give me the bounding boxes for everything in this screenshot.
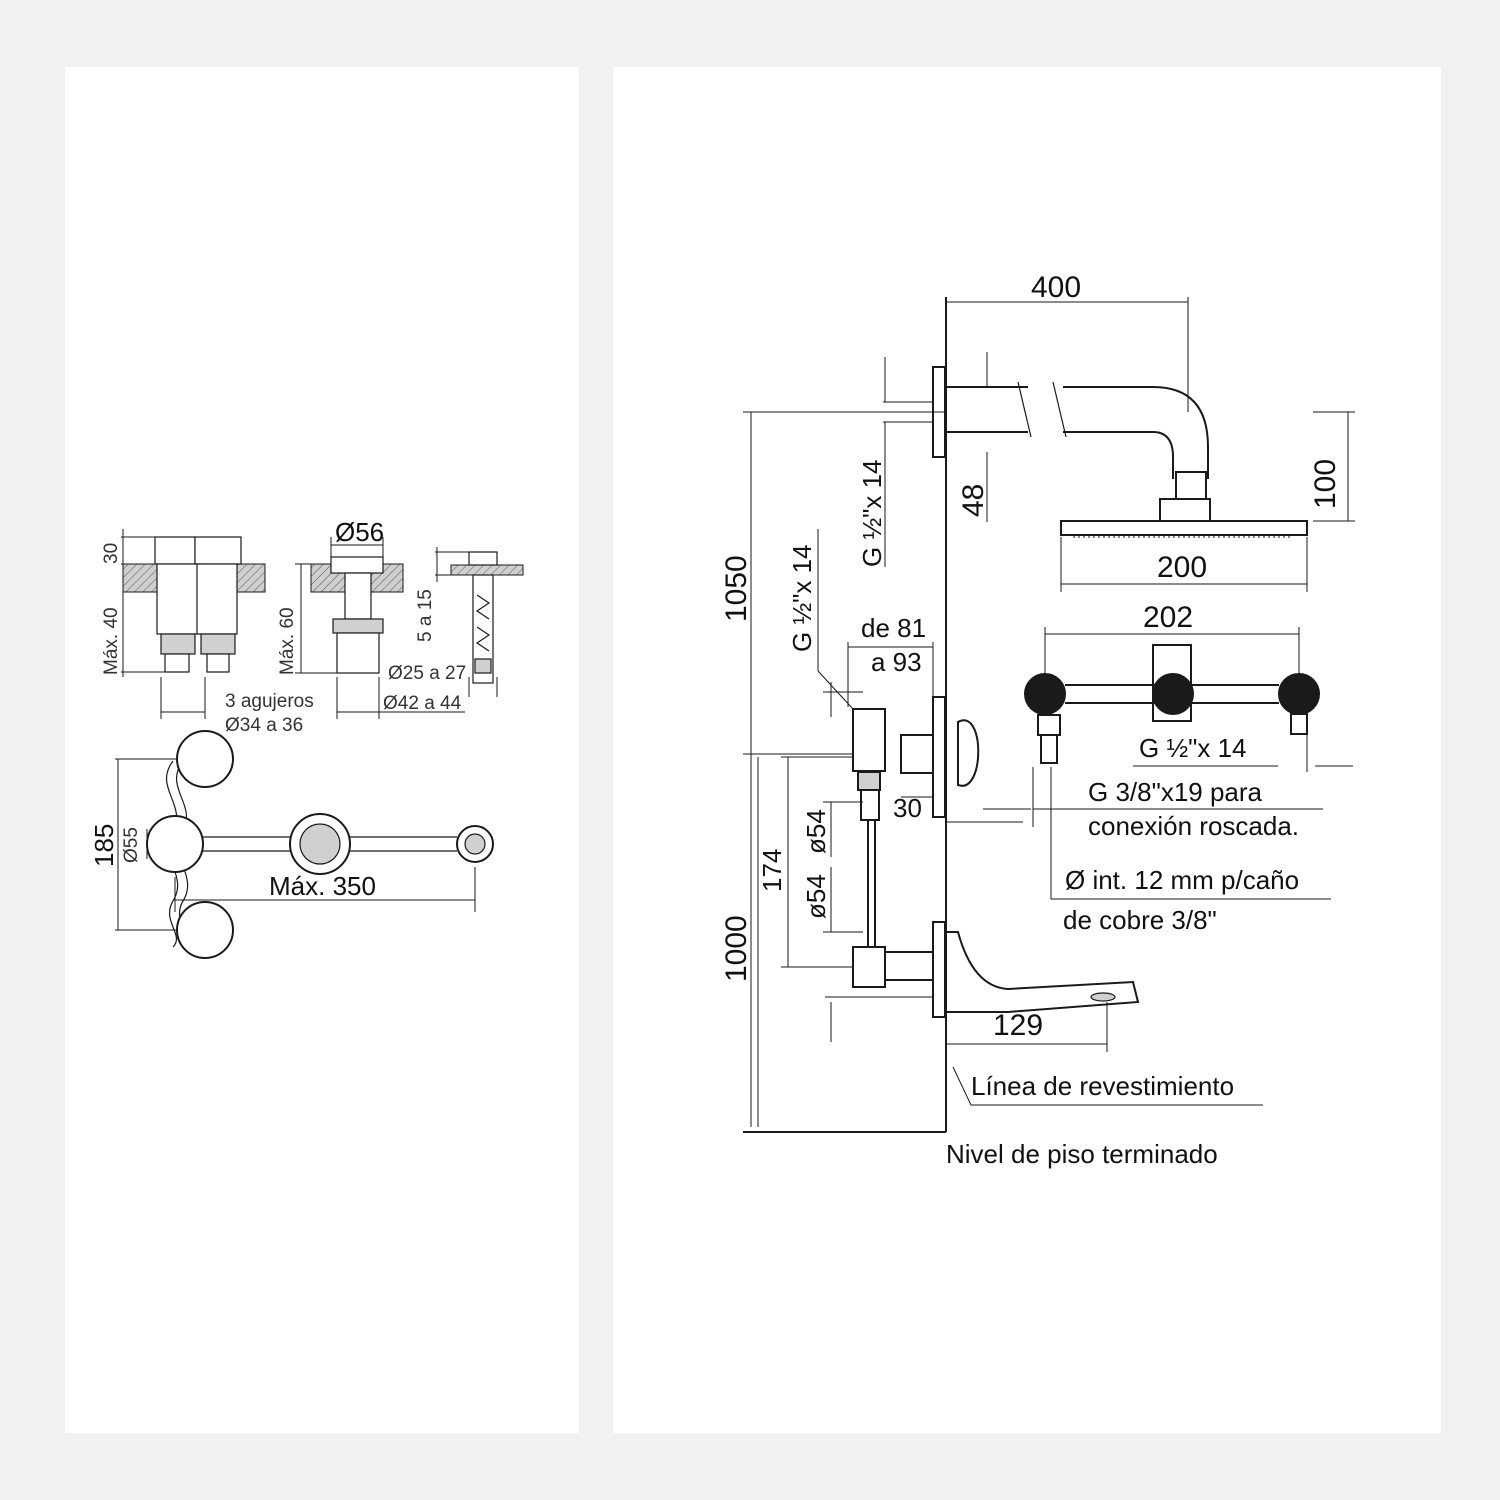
conn-line2-label: conexión roscada. — [1088, 811, 1299, 841]
spout-body — [945, 931, 1140, 1013]
arm-curve-outer — [1063, 386, 1209, 479]
spout-elevation-view — [295, 537, 465, 719]
diverter-body — [852, 946, 886, 988]
valve-handle-right — [194, 536, 242, 565]
dim-d25a27-label: Ø25 a 27 — [388, 663, 466, 684]
conn-line1-label: G 3/8"x19 para — [1088, 777, 1263, 807]
dim-202-label: 202 — [1143, 601, 1193, 634]
plan-view — [115, 730, 494, 959]
spout-nut — [332, 618, 384, 634]
dim-48-label: 48 — [957, 484, 990, 517]
valve-tail-right — [206, 653, 230, 673]
pipe-line2-label: de cobre 3/8" — [1063, 905, 1217, 935]
mixer-nut — [857, 771, 881, 791]
dim-1000-label: 1000 — [720, 915, 753, 982]
dim-30-label: 30 — [101, 543, 122, 564]
dim-400-label: 400 — [1031, 271, 1081, 304]
dim-d54-top-label: ø54 — [801, 809, 831, 854]
bath-spout — [932, 921, 1140, 1018]
spout-base — [330, 556, 384, 574]
dim-d54-bottom-label: ø54 — [801, 874, 831, 919]
thread-top-label: G ½"x 14 — [857, 459, 887, 567]
dim-d42a44-label: Ø42 a 44 — [383, 693, 462, 714]
thread-right-label: G ½"x 14 — [1139, 733, 1247, 763]
arm-curve-inner — [1063, 431, 1174, 479]
dim-max60-label: Máx. 60 — [277, 607, 298, 675]
plan-valve-hot — [176, 730, 234, 788]
valve-handle-left — [154, 536, 196, 565]
valve-nut-left — [160, 633, 196, 655]
mixer-inlet-body — [852, 708, 886, 772]
arm-ball-joint — [1175, 471, 1207, 500]
front-inlet-tail — [1040, 734, 1058, 764]
dim-d56-label: Ø56 — [335, 517, 384, 547]
left-drawing-svg: 30 Máx. 40 3 agujeros Ø34 a 36 Ø56 Máx. … — [89, 517, 524, 959]
front-valve-left — [1024, 673, 1066, 715]
drain-cap — [468, 551, 498, 566]
left-panel: 30 Máx. 40 3 agujeros Ø34 a 36 Ø56 Máx. … — [65, 67, 579, 1433]
pipe-line1-label: Ø int. 12 mm p/caño — [1065, 865, 1299, 895]
dim-max350-label: Máx. 350 — [269, 871, 376, 901]
dim-a93-label: a 93 — [871, 647, 922, 677]
plan-spout-center — [146, 815, 204, 873]
front-inlet-nut — [1037, 714, 1061, 736]
valve-body-right — [196, 563, 238, 635]
shower-head — [1060, 520, 1308, 536]
drain-spring-top — [475, 594, 491, 620]
drain-tail — [474, 658, 492, 674]
front-outlet-tail — [1290, 713, 1308, 735]
dim-d55-label: Ø55 — [121, 827, 142, 863]
plan-drain-inner — [299, 823, 341, 865]
dim-185-label: 185 — [89, 824, 119, 867]
wall-line-label: Línea de revestimiento — [971, 1071, 1234, 1101]
mixer-front-view — [1024, 644, 1320, 764]
mixer-flange — [932, 696, 946, 818]
thread-side-label: G ½"x 14 — [787, 544, 817, 652]
mixer-handle-knob — [957, 719, 980, 787]
drain-elevation-view — [435, 547, 524, 697]
holes-count-label: 3 agujeros — [225, 691, 314, 712]
mixer-stem — [860, 789, 880, 821]
dim-30-label: 30 — [893, 793, 922, 823]
dim-129-label: 129 — [993, 1009, 1043, 1042]
dim-174-label: 174 — [757, 849, 787, 892]
right-drawing-svg: 400 100 200 48 G ½"x 14 1050 1000 — [720, 271, 1355, 1169]
dim-max40-label: Máx. 40 — [101, 607, 122, 675]
plan-valve-cold — [176, 901, 234, 959]
drain-basin-section — [450, 564, 524, 576]
dim-1050-label: 1050 — [720, 555, 753, 622]
valve-elevation-view — [121, 529, 266, 719]
valve-tail-left — [164, 653, 190, 673]
holes-diameter-label: Ø34 a 36 — [225, 715, 303, 736]
valve-nut-right — [200, 633, 236, 655]
right-panel: 400 100 200 48 G ½"x 14 1050 1000 — [613, 67, 1441, 1433]
dim-100-label: 100 — [1309, 459, 1342, 509]
mixer-side-view — [852, 696, 980, 988]
spout-flange — [932, 921, 946, 1018]
diverter-neck — [884, 951, 934, 981]
mixer-body — [900, 734, 934, 774]
drain-spring-bottom — [475, 626, 491, 652]
spout-shank — [344, 572, 372, 620]
dim-de81-label: de 81 — [861, 613, 926, 643]
dim-200-label: 200 — [1157, 551, 1207, 584]
shower-head-connector — [1159, 498, 1211, 522]
valve-body-left — [156, 563, 202, 635]
floor-line-label: Nivel de piso terminado — [946, 1139, 1218, 1169]
spout-tail — [336, 632, 380, 674]
front-valve-center — [1152, 673, 1194, 715]
front-valve-right — [1278, 673, 1320, 715]
dim-5a15-label: 5 a 15 — [415, 589, 436, 642]
shower-arm — [932, 366, 1308, 538]
